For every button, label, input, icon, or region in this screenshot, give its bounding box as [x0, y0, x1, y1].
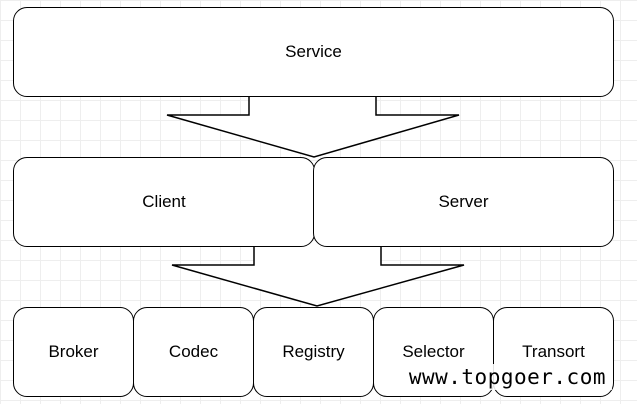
- server-label: Server: [438, 192, 489, 211]
- selector-label: Selector: [402, 342, 465, 361]
- client-label: Client: [142, 192, 186, 211]
- watermark-text: www.topgoer.com: [402, 364, 612, 390]
- client-box: Client: [13, 157, 315, 247]
- service-label: Service: [285, 42, 342, 61]
- registry-box: Registry: [253, 307, 374, 397]
- broker-box: Broker: [13, 307, 134, 397]
- service-box: Service: [13, 7, 614, 97]
- registry-label: Registry: [282, 342, 345, 361]
- server-box: Server: [313, 157, 614, 247]
- codec-box: Codec: [133, 307, 254, 397]
- transport-label: Transort: [522, 342, 585, 361]
- broker-label: Broker: [48, 342, 99, 361]
- codec-label: Codec: [168, 342, 219, 361]
